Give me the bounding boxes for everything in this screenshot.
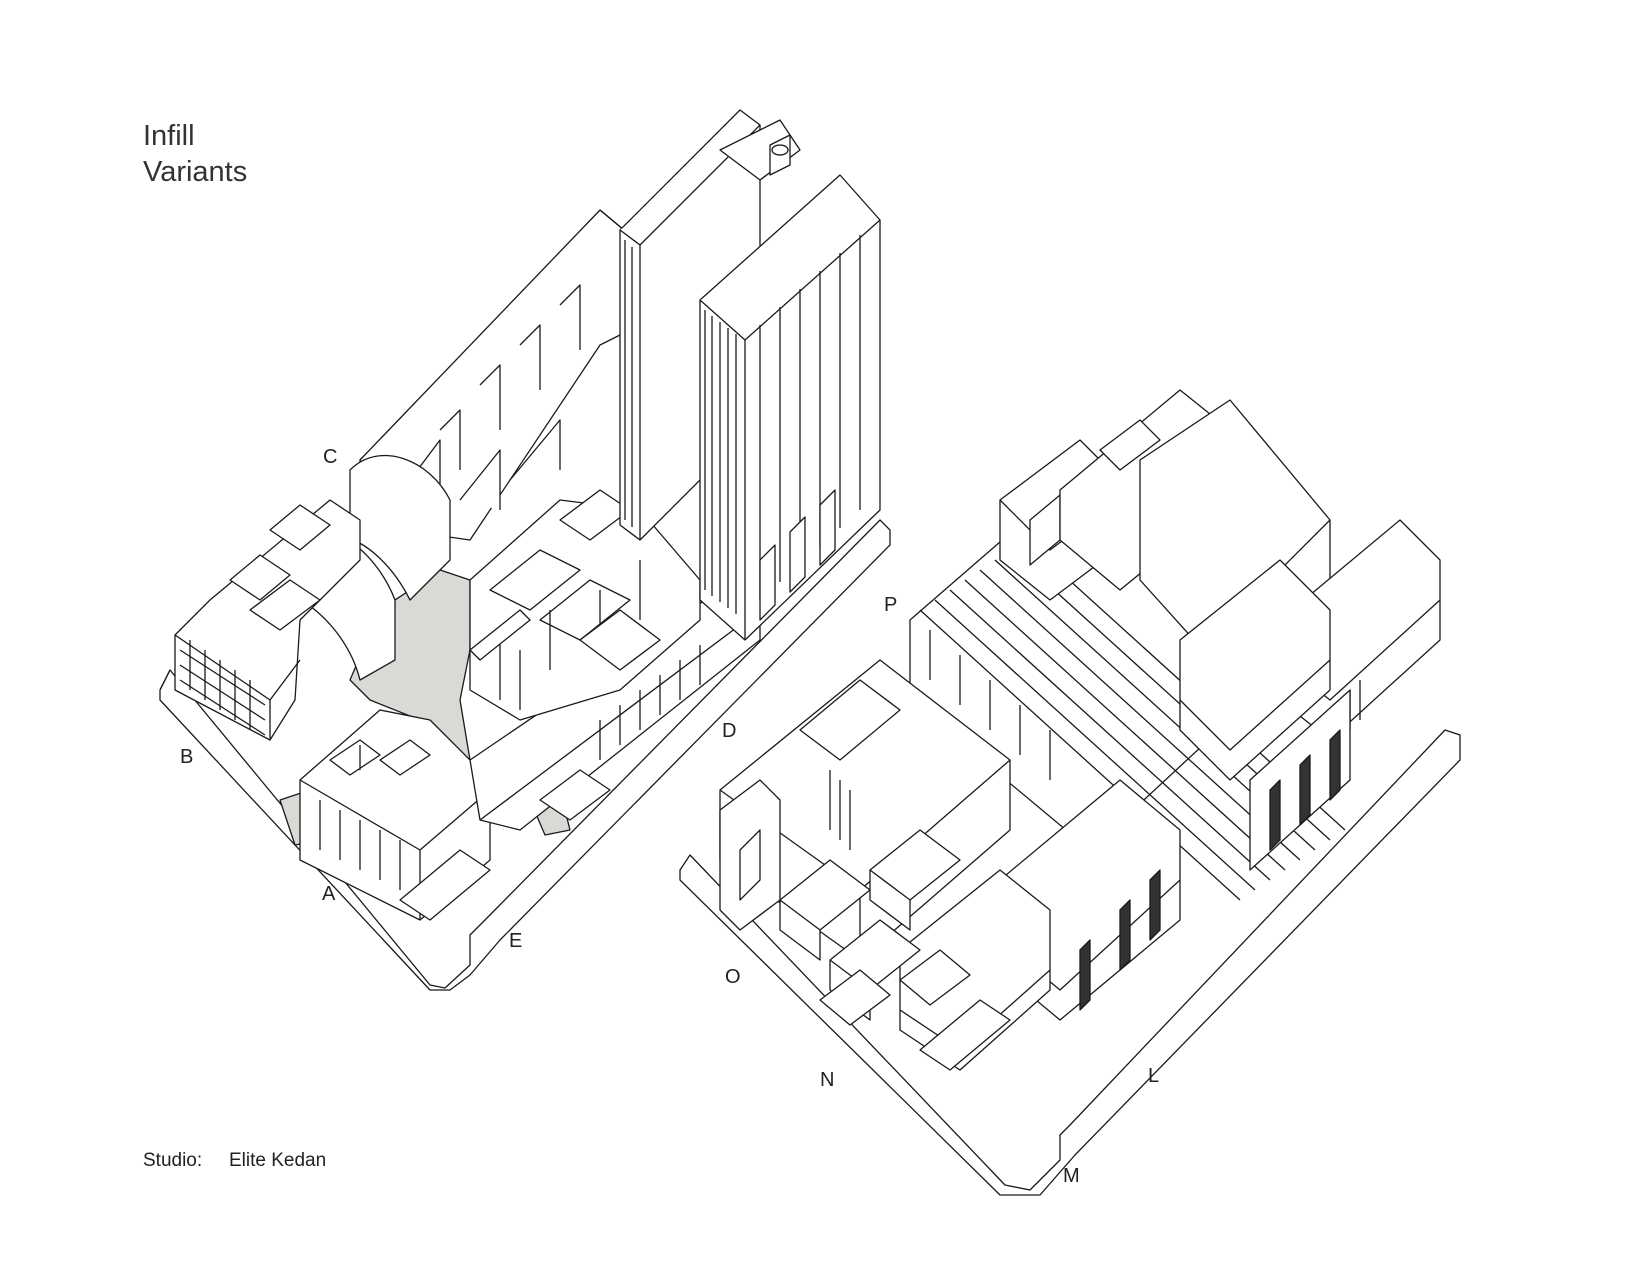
label-m: M — [1063, 1165, 1080, 1187]
title-line-2: Variants — [143, 156, 248, 188]
drawing-title: Infill Variants — [143, 118, 247, 190]
label-b: B — [180, 746, 193, 768]
studio-credit: Studio: Elite Kedan — [143, 1150, 326, 1172]
left-infill-cluster — [469, 489, 701, 721]
label-o: O — [725, 966, 741, 988]
right-site-base — [679, 729, 1461, 1196]
label-d: D — [722, 720, 736, 742]
right-perimeter-buildings — [719, 389, 1441, 1071]
studio-label: Studio: — [143, 1150, 203, 1171]
label-p: P — [884, 594, 897, 616]
label-a: A — [322, 883, 336, 905]
site-labels: C B A E D P O N M L — [180, 446, 1159, 1187]
left-block-b — [174, 499, 361, 741]
label-e: E — [509, 930, 522, 952]
title-line-1: Infill — [143, 120, 195, 152]
left-tower-front — [699, 174, 881, 641]
left-site-base — [159, 519, 891, 991]
right-cube-cluster — [779, 829, 971, 1026]
label-n: N — [820, 1069, 834, 1091]
studio-name: Elite Kedan — [229, 1150, 327, 1171]
label-c: C — [323, 446, 337, 468]
left-block-a — [299, 709, 491, 921]
label-l: L — [1148, 1065, 1159, 1087]
